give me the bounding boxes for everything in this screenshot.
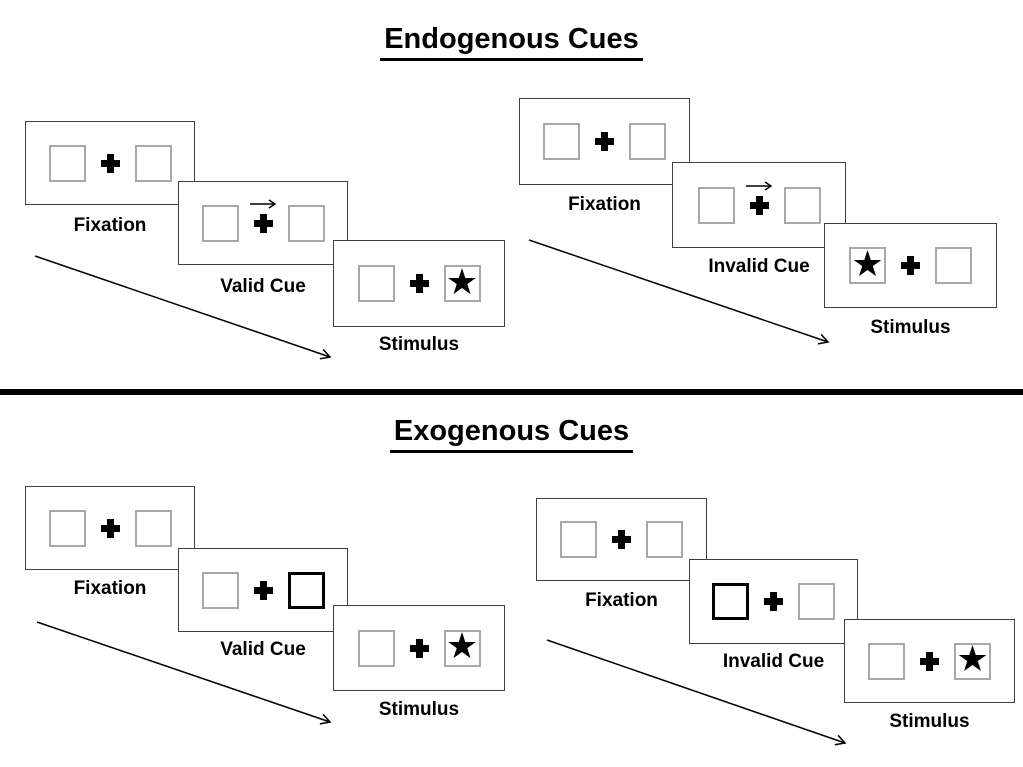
panel-label-fixation: Fixation [73,215,147,236]
valid-cue-panel [178,548,348,632]
fixation-cross-icon [409,638,429,658]
target-box-right: ★ [954,639,991,680]
fixation-cross-icon [253,213,273,233]
stimulus-panel: ★ [333,605,505,691]
fixation-cross-icon [100,153,120,173]
panel-label-stimulus: Stimulus [378,699,460,720]
sequence-arrow-exogenous-valid [36,621,332,725]
star-icon: ★ [445,261,479,303]
sequence-arrow-endogenous-valid [34,255,332,360]
placeholder-box-left [357,629,395,667]
placeholder-box-left [560,521,597,558]
fixation-panel [25,486,195,570]
target-box-right: ★ [443,626,481,667]
placeholder-box-right [134,144,172,182]
placeholder-box-right [134,509,172,547]
fixation-cross-icon [595,132,614,151]
valid-cue-panel [178,181,348,265]
panel-label-fixation: Fixation [568,194,641,215]
placeholder-box-left [868,642,905,680]
panel-label-valid-cue: Valid Cue [220,639,306,660]
placeholder-box-right [646,521,683,558]
placeholder-box-left [543,123,580,160]
placeholder-box-left [48,144,86,182]
cue-highlight-box-right [287,571,325,609]
star-icon: ★ [851,243,884,285]
section-divider [0,389,1023,395]
panel-label-stimulus: Stimulus [870,317,951,338]
placeholder-box-left [357,265,395,302]
invalid-cue-panel [689,559,858,644]
stimulus-panel: ★ [824,223,997,308]
cue-arrow-icon [249,198,276,209]
placeholder-box-left [201,204,239,242]
placeholder-box-left [697,186,735,224]
panel-label-fixation: Fixation [585,590,658,611]
placeholder-box-right [935,247,972,284]
panel-label-invalid-cue: Invalid Cue [722,651,825,672]
section-title-text: Endogenous Cues [380,23,643,61]
panel-label-fixation: Fixation [73,578,147,599]
panel-label-stimulus: Stimulus [889,711,970,732]
panel-label-invalid-cue: Invalid Cue [708,256,810,277]
fixation-cross-icon [253,580,273,600]
section-title-endogenous: Endogenous Cues [0,23,1023,61]
fixation-panel [25,121,195,205]
section-title-exogenous: Exogenous Cues [0,415,1023,453]
target-box-left: ★ [849,243,886,285]
star-icon: ★ [956,639,989,680]
stimulus-panel: ★ [333,240,505,327]
section-title-text: Exogenous Cues [389,415,634,453]
placeholder-box-left [201,571,239,609]
cue-cross-group [249,198,276,233]
star-icon: ★ [445,626,479,667]
cue-cross-group [745,180,772,215]
cue-arrow-icon [745,180,772,191]
placeholder-box-right [629,123,666,160]
placeholder-box-right [783,186,821,224]
fixation-cross-icon [920,651,939,671]
fixation-cross-icon [100,518,120,538]
stimulus-panel: ★ [844,619,1015,703]
cue-highlight-box-left [712,583,749,620]
panel-label-stimulus: Stimulus [378,334,460,355]
fixation-panel [519,98,690,185]
fixation-panel [536,498,707,581]
fixation-cross-icon [901,256,920,275]
placeholder-box-left [48,509,86,547]
fixation-cross-icon [764,592,783,611]
fixation-cross-icon [612,530,631,549]
panel-label-valid-cue: Valid Cue [220,276,306,297]
placeholder-box-right [287,204,325,242]
fixation-cross-icon [749,195,769,215]
invalid-cue-panel [672,162,846,248]
target-box-right: ★ [443,261,481,303]
placeholder-box-right [798,583,835,620]
fixation-cross-icon [409,274,429,293]
